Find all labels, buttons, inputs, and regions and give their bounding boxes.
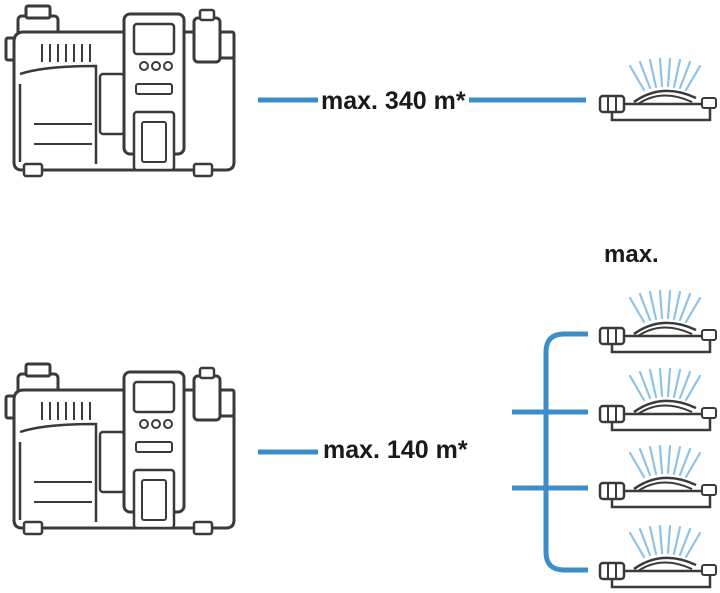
sprinkler-2: [598, 367, 718, 432]
sprinkler-4: [598, 524, 718, 589]
pump-bottom: [4, 362, 236, 536]
max-length-top-label: max. 340 m*: [318, 86, 469, 116]
sprinkler-top: [598, 57, 718, 122]
sprinkler-3: [598, 444, 718, 509]
pump-top: [4, 4, 236, 178]
sprinkler-group-max-label: max.: [604, 240, 659, 270]
max-length-bottom-label: max. 140 m*: [320, 435, 471, 465]
hose-manifold: [512, 331, 588, 573]
sprinkler-1: [598, 289, 718, 354]
